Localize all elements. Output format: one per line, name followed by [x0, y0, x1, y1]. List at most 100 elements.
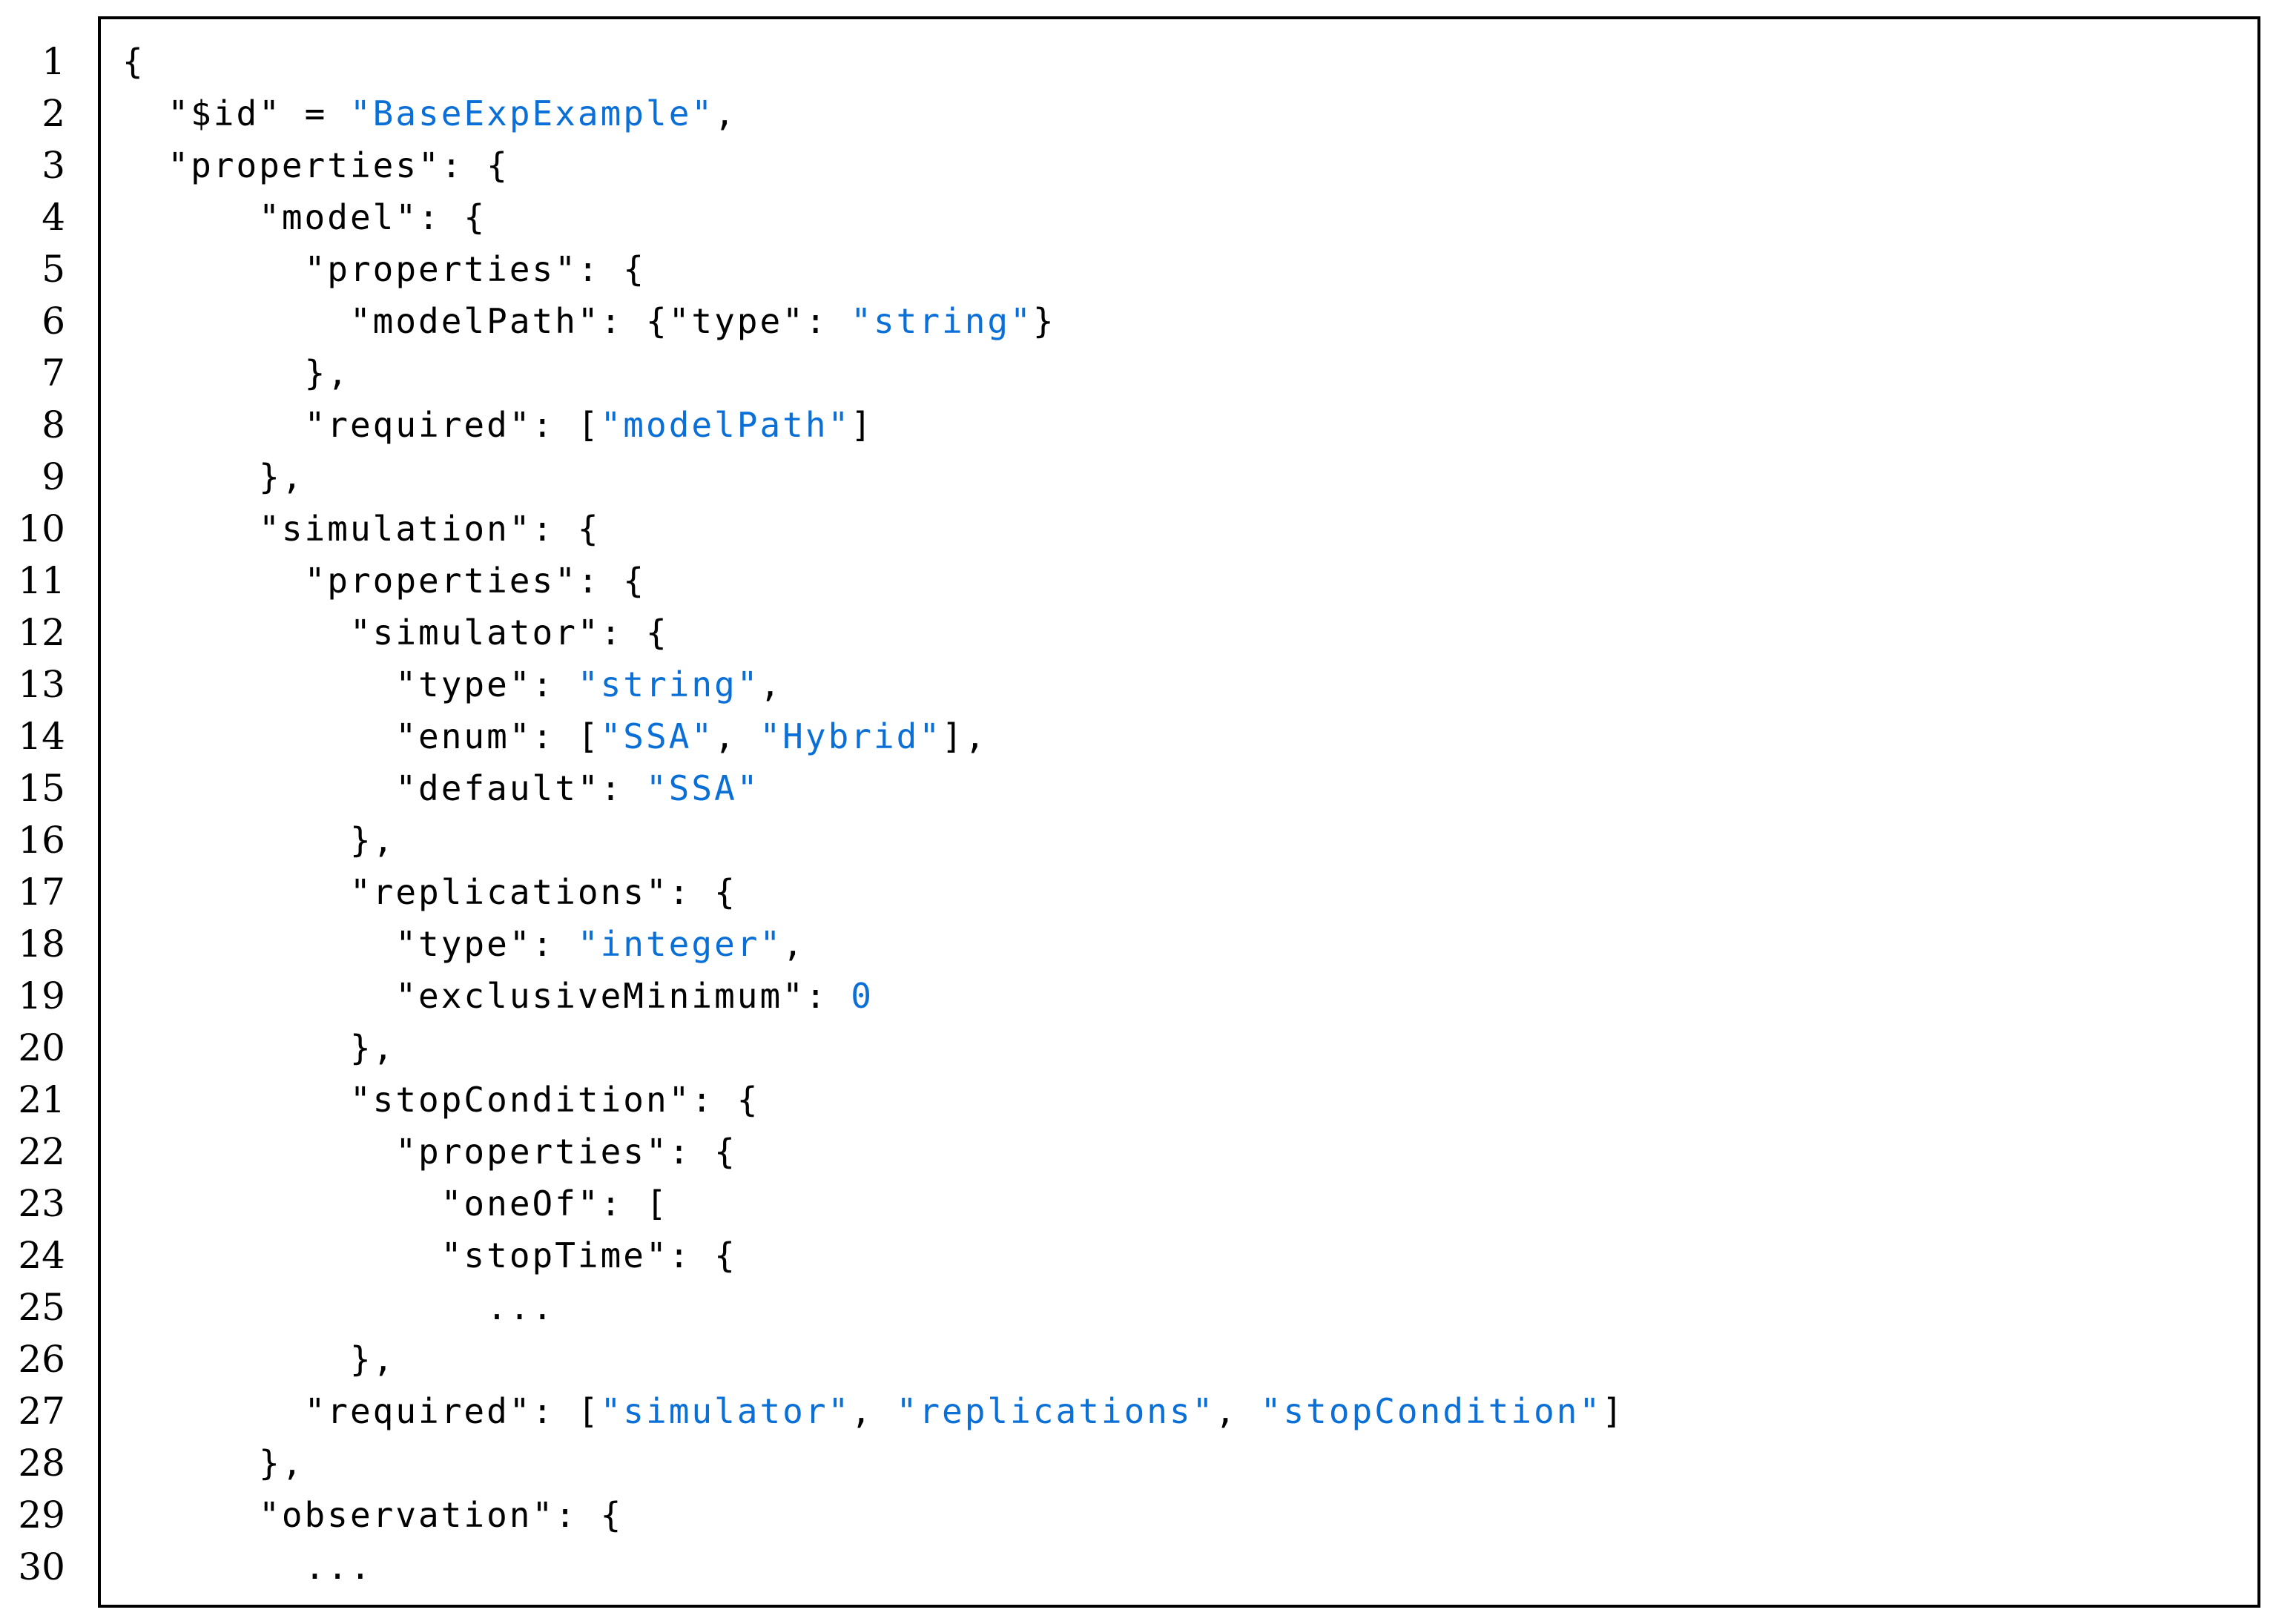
code-indent	[122, 613, 350, 653]
line-number: 1	[42, 40, 65, 83]
line-number: 5	[42, 248, 65, 291]
code-key: "oneOf"	[441, 1184, 601, 1224]
code-listing-frame	[98, 16, 2260, 1608]
code-indent	[122, 664, 395, 704]
code-line: "oneOf": [	[122, 1178, 1625, 1229]
line-number: 25	[18, 1286, 65, 1329]
code-punctuation: :	[600, 768, 646, 808]
code-string-value: "string"	[851, 301, 1033, 341]
line-number: 9	[42, 455, 65, 498]
code-line: "$id" = "BaseExpExample",	[122, 88, 1625, 139]
code-line: "simulation": {	[122, 503, 1625, 555]
code-indent	[122, 301, 350, 341]
code-key: "type"	[668, 301, 805, 341]
code-punctuation: : {	[691, 1080, 760, 1120]
code-key: "type"	[395, 924, 532, 964]
code-line: "properties": {	[122, 139, 1625, 191]
code-punctuation: : {	[668, 1132, 737, 1172]
line-number: 7	[42, 351, 65, 395]
code-punctuation: }	[1032, 301, 1056, 341]
line-number: 23	[18, 1182, 65, 1225]
code-line: "properties": {	[122, 555, 1625, 607]
code-key: "exclusiveMinimum"	[395, 976, 805, 1016]
code-key: "properties"	[168, 145, 441, 185]
line-number: 29	[18, 1493, 65, 1536]
code-punctuation: ]	[1602, 1391, 1625, 1431]
code-line: ...	[122, 1541, 1625, 1593]
code-punctuation: },	[304, 353, 350, 393]
code-punctuation: : [	[532, 1391, 601, 1431]
code-string-value: "BaseExpExample"	[349, 93, 715, 133]
code-key: "model"	[259, 197, 419, 237]
code-line: },	[122, 347, 1625, 399]
code-line: },	[122, 1022, 1625, 1074]
line-number: 3	[42, 144, 65, 187]
code-indent	[122, 561, 305, 601]
code-key: "properties"	[395, 1132, 669, 1172]
code-key: "properties"	[304, 249, 578, 289]
code-listing: { "$id" = "BaseExpExample", "properties"…	[122, 36, 1625, 1593]
code-line: "observation": {	[122, 1489, 1625, 1541]
code-punctuation: ...	[304, 1547, 373, 1587]
code-key: "enum"	[395, 716, 532, 756]
code-key: "modelPath"	[349, 301, 601, 341]
line-number: 28	[18, 1442, 65, 1485]
code-key: "required"	[304, 1391, 532, 1431]
code-punctuation: ,	[759, 664, 783, 704]
line-number: 24	[18, 1234, 65, 1277]
line-number: 21	[18, 1078, 65, 1121]
code-indent	[122, 1547, 305, 1587]
line-number: 14	[18, 715, 65, 758]
code-indent	[122, 457, 259, 497]
line-number: 13	[18, 663, 65, 706]
code-punctuation: : [	[532, 716, 601, 756]
line-number: 12	[18, 611, 65, 654]
code-indent	[122, 1339, 350, 1379]
code-punctuation: {	[122, 42, 145, 82]
line-number: 19	[18, 974, 65, 1017]
code-line: },	[122, 1437, 1625, 1489]
line-number: 16	[18, 819, 65, 862]
code-punctuation: : {	[577, 561, 646, 601]
code-punctuation: : {	[600, 301, 669, 341]
code-string-value: "stopCondition"	[1260, 1391, 1603, 1431]
code-line: "model": {	[122, 191, 1625, 243]
code-line: "stopCondition": {	[122, 1074, 1625, 1126]
code-line: "simulator": {	[122, 607, 1625, 658]
line-number: 2	[42, 92, 65, 135]
code-line: "type": "integer",	[122, 918, 1625, 970]
code-indent	[122, 1080, 350, 1120]
code-punctuation: ]	[851, 405, 874, 445]
code-punctuation: : {	[555, 1495, 624, 1535]
code-indent	[122, 716, 395, 756]
code-indent	[122, 1132, 395, 1172]
code-indent	[122, 249, 305, 289]
code-indent	[122, 1235, 441, 1275]
code-line: },	[122, 814, 1625, 866]
line-number: 20	[18, 1026, 65, 1069]
code-string-value: "string"	[577, 664, 760, 704]
code-indent	[122, 1443, 259, 1483]
code-indent	[122, 820, 350, 860]
code-line: "replications": {	[122, 866, 1625, 918]
code-punctuation: : {	[577, 249, 646, 289]
code-key: "$id"	[168, 93, 282, 133]
code-punctuation: : [	[600, 1184, 669, 1224]
code-key: "simulator"	[349, 613, 601, 653]
code-indent	[122, 1391, 305, 1431]
code-punctuation: ,	[782, 924, 805, 964]
code-key: "properties"	[304, 561, 578, 601]
line-number: 11	[18, 559, 65, 602]
code-punctuation: =	[281, 93, 350, 133]
code-punctuation: ...	[486, 1287, 555, 1327]
code-line: },	[122, 1333, 1625, 1385]
code-key: "replications"	[349, 872, 669, 912]
code-punctuation: ,	[714, 93, 737, 133]
code-punctuation: :	[805, 301, 851, 341]
code-line: "modelPath": {"type": "string"}	[122, 295, 1625, 347]
code-string-value: "Hybrid"	[759, 716, 943, 756]
code-punctuation: : {	[441, 145, 509, 185]
code-key: "stopCondition"	[349, 1080, 692, 1120]
code-key: "observation"	[259, 1495, 555, 1535]
